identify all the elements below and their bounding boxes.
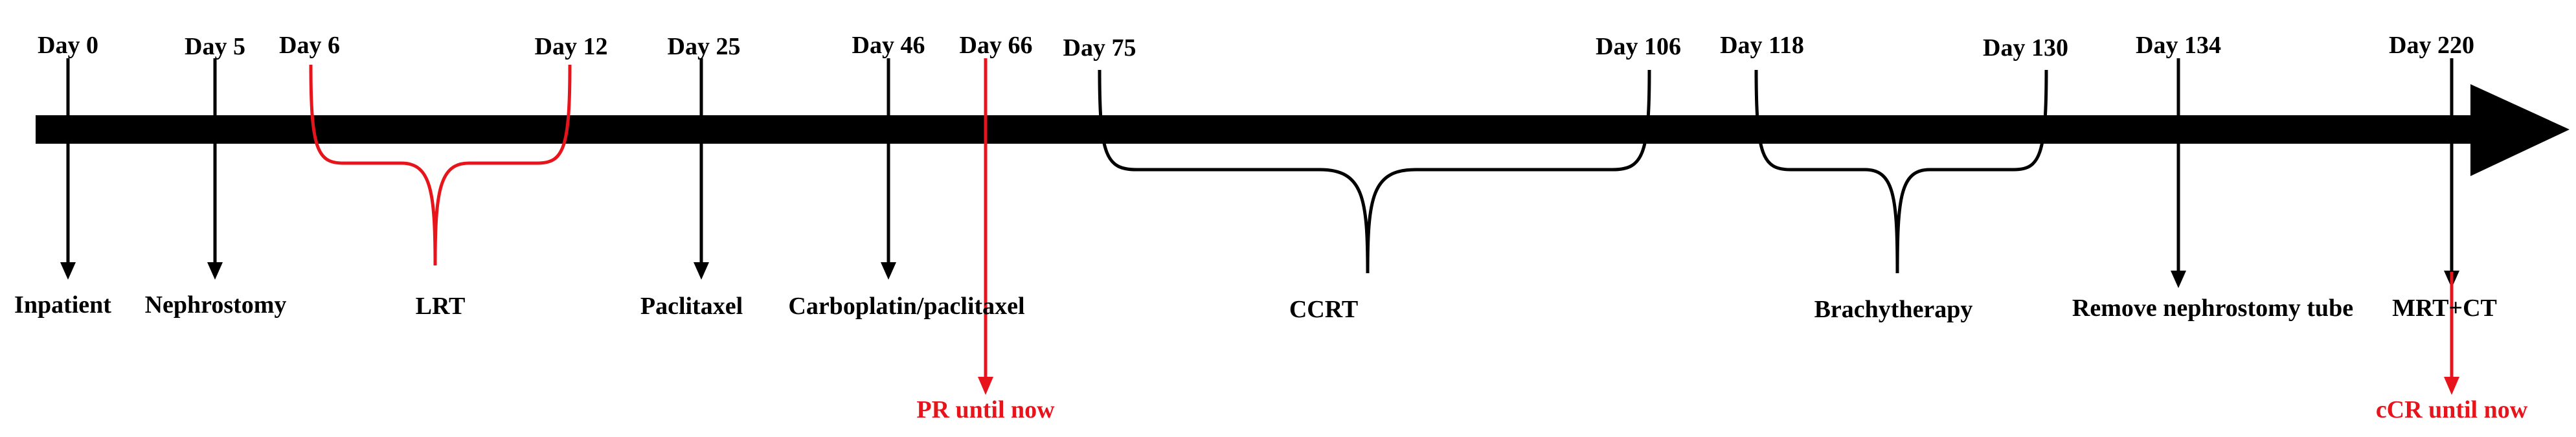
day-label-66: Day 66 [960,32,1033,59]
day-label-220: Day 220 [2389,32,2474,59]
day-label-6: Day 6 [279,32,340,59]
event-label-paclitaxel: Paclitaxel [640,293,743,320]
outcome-label-ccr: cCR until now [2376,396,2528,423]
day-label-25: Day 25 [668,33,741,60]
event-label-remove-tube: Remove nephrostomy tube [2072,295,2353,322]
day-label-118: Day 118 [1720,32,1804,59]
day-label-130: Day 130 [1983,34,2068,62]
event-arrow-remove-tube [2171,58,2186,288]
day-label-106: Day 106 [1596,33,1681,60]
day-label-12: Day 12 [535,33,608,60]
outcome-label-pr: PR until now [916,396,1055,423]
event-label-inpatient: Inpatient [14,291,111,319]
event-arrow-mrt-ct [2444,58,2459,288]
brace-lrt [309,64,572,266]
event-label-mrt-ct: MRT+CT [2392,295,2497,322]
outcome-arrow-ccr [2444,272,2459,395]
event-label-carboplatin: Carboplatin/paclitaxel [788,293,1024,320]
day-label-5: Day 5 [185,33,245,60]
event-label-nephrostomy: Nephrostomy [145,291,287,319]
event-arrow-paclitaxel [694,58,709,280]
day-label-134: Day 134 [2136,32,2221,59]
brace-brachytherapy [1754,69,2048,274]
outcome-arrow-pr [978,58,993,395]
event-label-ccrt: CCRT [1289,296,1358,323]
day-label-46: Day 46 [852,32,925,59]
event-arrow-inpatient [60,58,76,280]
timeline-axis [36,115,2490,144]
brace-ccrt [1098,69,1651,274]
timeline-arrowhead [2470,84,2570,176]
event-arrow-carboplatin [881,58,896,280]
event-label-brachytherapy: Brachytherapy [1814,296,1973,323]
event-arrow-nephrostomy [207,58,223,280]
event-label-lrt: LRT [416,293,466,320]
day-label-0: Day 0 [38,32,98,59]
day-label-75: Day 75 [1063,34,1136,62]
